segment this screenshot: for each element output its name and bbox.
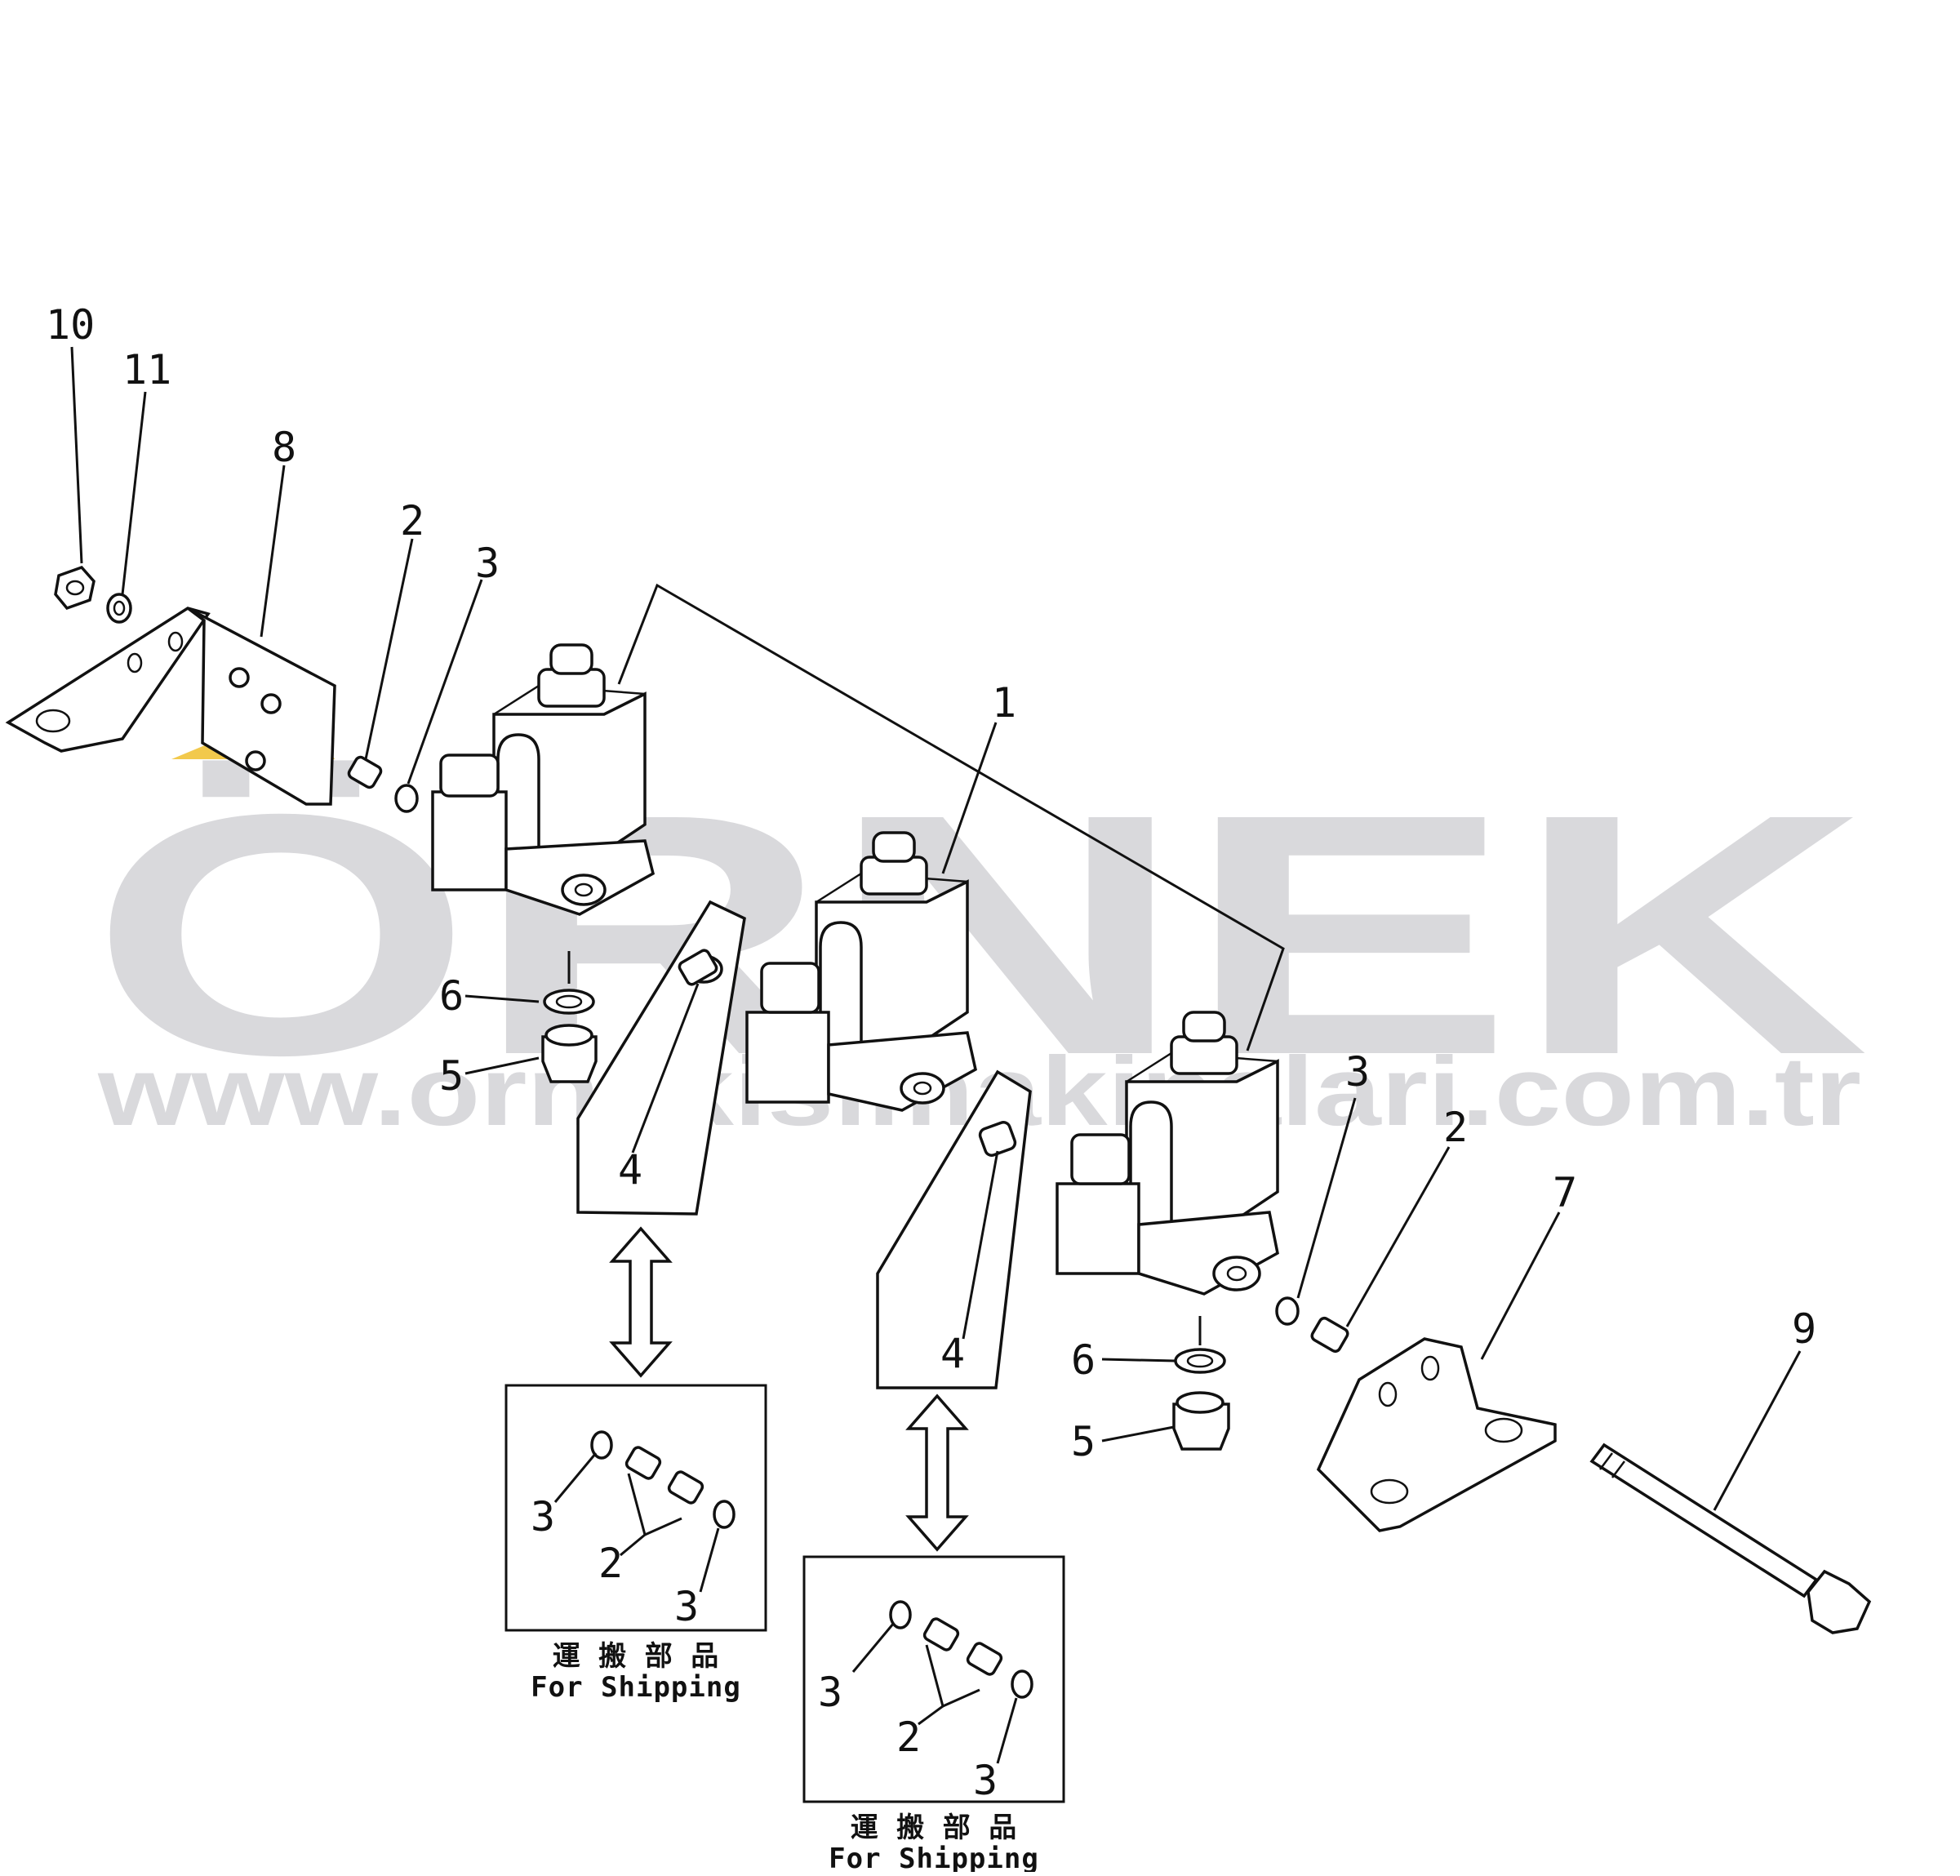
callout-4-right: 4: [940, 1330, 965, 1377]
spacer-panel-left: [576, 900, 746, 1216]
shipping-left-caption-jp: 運 搬 部 品: [553, 1640, 719, 1673]
fitting-2-left: [347, 755, 383, 789]
callout-5-right: 5: [1071, 1418, 1096, 1465]
shipping-left-caption-en: For Shipping: [531, 1671, 741, 1704]
callout-numbers: 10 11 8 2 3 1 6 5 4 4 3 2 7 9 6 5: [46, 301, 1816, 1465]
shipping-right-label-2: 2: [896, 1714, 921, 1761]
solenoid-valve-c: [1056, 1011, 1279, 1296]
leader-lines: [70, 346, 1802, 1511]
callout-8: 8: [272, 424, 296, 471]
oring-3-right: [1275, 1296, 1300, 1326]
shipping-box-right: 3 2 3: [802, 1555, 1065, 1804]
washer-6-left: [543, 989, 595, 1015]
washer-11: [106, 593, 132, 624]
callout-6-right: 6: [1071, 1336, 1096, 1384]
callout-1: 1: [992, 679, 1016, 727]
washer-6-right: [1174, 1348, 1226, 1374]
watermark-brand: ÖRNEK: [90, 744, 1869, 1127]
shipping-left-label-3a: 3: [531, 1493, 555, 1540]
bracket-7: [1316, 1337, 1557, 1532]
bolt-9: [1589, 1443, 1872, 1634]
callout-3-right: 3: [1345, 1048, 1370, 1096]
callout-4-left: 4: [618, 1146, 642, 1194]
shipping-left-label-3b: 3: [674, 1583, 699, 1630]
watermark: ÖRNEK www.ornekisimakinalari.com.tr: [90, 731, 1869, 1146]
spacer-panel-right: [876, 1069, 1032, 1389]
shipping-box-left: 3 2 3: [504, 1384, 767, 1632]
plug-5-left: [541, 1024, 598, 1083]
solenoid-valve-b: [745, 831, 977, 1112]
callout-9: 9: [1792, 1305, 1816, 1353]
callout-10: 10: [46, 301, 95, 349]
oring-3-left: [394, 784, 419, 813]
assembly-group-line: [617, 583, 1285, 1051]
callout-5-left: 5: [439, 1052, 464, 1100]
callout-3-left: 3: [475, 540, 500, 587]
bracket-8: [5, 607, 336, 806]
callout-6-left: 6: [439, 972, 464, 1020]
double-arrow-left: [609, 1226, 673, 1378]
shipping-right-caption-en: For Shipping: [829, 1843, 1039, 1872]
plug-5-right: [1172, 1391, 1230, 1451]
callout-2-left: 2: [400, 497, 424, 545]
callout-11: 11: [122, 346, 171, 393]
solenoid-valve-a: [431, 643, 656, 916]
fitting-2-right: [1310, 1316, 1349, 1354]
shipping-right-label-3b: 3: [973, 1757, 998, 1804]
callout-7: 7: [1553, 1169, 1577, 1216]
double-arrow-right: [905, 1394, 969, 1552]
nut-10: [54, 565, 96, 611]
leader-1: [941, 722, 998, 874]
shipping-right-caption-jp: 運 搬 部 品: [851, 1812, 1017, 1844]
shipping-left-label-2: 2: [598, 1540, 623, 1587]
shipping-right-label-3a: 3: [818, 1669, 842, 1716]
callout-2-right: 2: [1443, 1104, 1468, 1151]
